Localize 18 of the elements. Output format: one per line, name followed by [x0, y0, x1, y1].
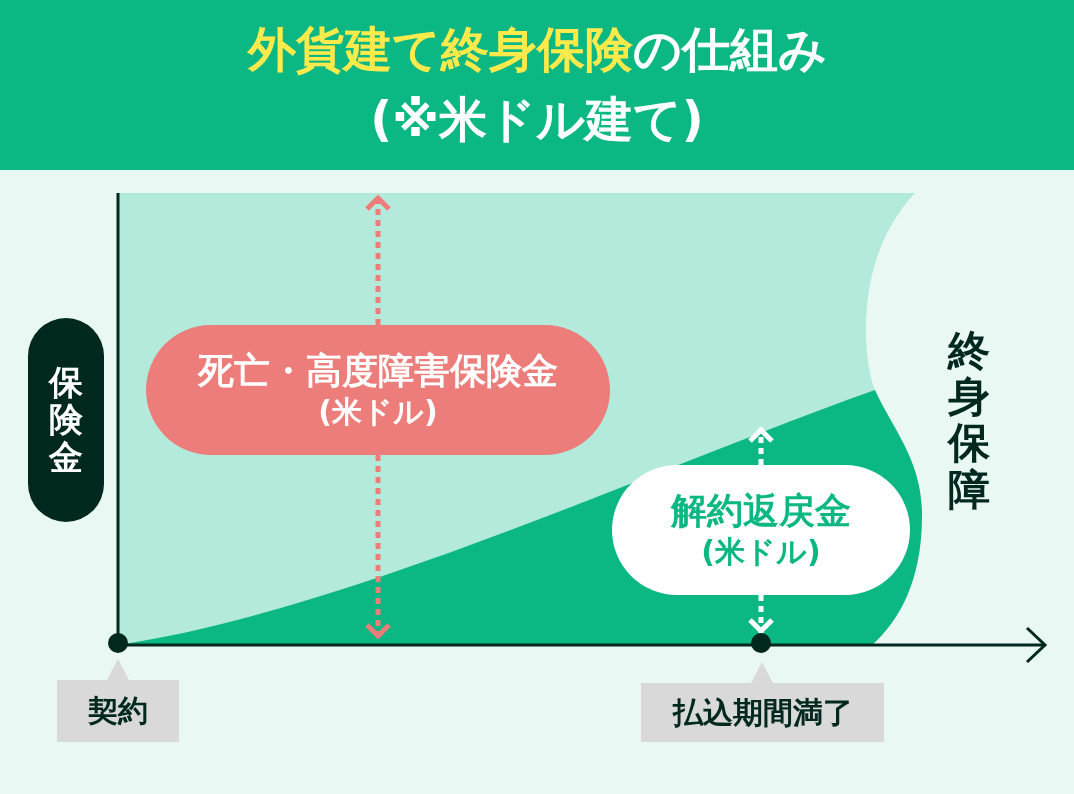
timeline-dot	[108, 633, 128, 653]
timeline-label: 払込期間満了	[672, 693, 853, 732]
title: 外貨建て終身保険の仕組み(※米ドル建て)	[246, 20, 828, 149]
currency-note: (米ドル)	[701, 533, 821, 571]
dotted-arrow	[364, 455, 392, 639]
dotted-arrow	[747, 427, 775, 465]
timeline-label: 契約	[88, 692, 148, 730]
timeline-dot	[751, 633, 771, 653]
surrender-value-pill	[612, 465, 910, 595]
dotted-arrow	[747, 595, 775, 634]
callout-box	[57, 659, 179, 742]
callout-box	[641, 662, 884, 742]
benefit-name: 解約返戻金	[671, 489, 851, 533]
currency-note: (米ドル)	[318, 393, 438, 431]
side-label: 終身保障	[948, 328, 990, 513]
axis-title: 保険金	[49, 363, 83, 477]
dotted-arrow	[364, 195, 392, 325]
benefit-name: 死亡・高度障害保険金	[198, 349, 558, 393]
